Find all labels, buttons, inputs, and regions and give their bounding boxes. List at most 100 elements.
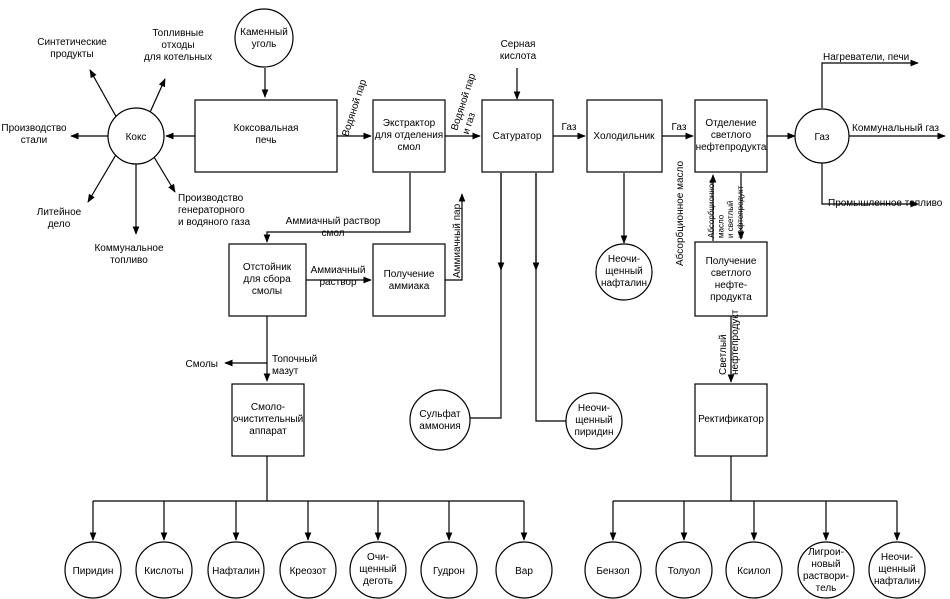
steam-label-line-1: Водяной пар — [340, 78, 369, 138]
gas-hub-circle: Газ — [794, 108, 850, 164]
var-circle: Вар — [495, 541, 553, 599]
refined-tar-label-line-3: деготь — [363, 576, 393, 587]
coke-label: Кокс — [126, 132, 147, 143]
furnace-oil-label-line-1: Топочный — [272, 354, 317, 365]
steam-label: Водяной пар — [340, 78, 369, 138]
synthetic-products-label-line-1: Синтетические — [37, 37, 107, 48]
xylene-label-line-1: Ксилол — [737, 566, 771, 577]
steel-production-label-line-1: Производство — [1, 123, 67, 134]
ligroin-label-line-4: тель — [816, 583, 837, 594]
furnace-oil-label-line-2: мазут — [272, 366, 299, 377]
crude-naphthalene-2-label-line-1: Неочи- — [881, 552, 913, 563]
creosote-label-line-1: Креозот — [290, 566, 327, 577]
gas-label-2: Газ — [672, 122, 687, 133]
municipal-fuel-label-line-2: топливо — [110, 255, 148, 266]
absorption-oil-light-label-line-3: и светлый — [726, 201, 735, 238]
crude-pyridine-label-line-3: пиридин — [574, 427, 613, 438]
var-label-line-1: Вар — [515, 566, 533, 577]
acids-circle: Кислоты — [135, 541, 193, 599]
coke-label-line-1: Кокс — [126, 132, 147, 143]
refined-tar-label-line-2: щенный — [359, 564, 397, 575]
generator-gas-label-line-3: и водяного газа — [178, 217, 250, 228]
toluene-circle: Толуол — [655, 541, 713, 599]
saturator-label: Сатуратор — [493, 131, 542, 142]
crude-naphthalene-label-line-3: нафталин — [601, 277, 647, 289]
synthetic-products-label-line-2: продукты — [50, 49, 93, 60]
sulfuric-acid-label-line-1: Серная — [501, 39, 536, 50]
naphthalene-label-line-1: Нафталин — [212, 565, 260, 577]
absorption-oil-label-line-1: Абсорбционное масло — [674, 161, 686, 266]
crude-naphthalene-2-label-line-3: нафталин — [874, 575, 920, 587]
toluene-label: Толуол — [668, 566, 701, 577]
light-oil-recovery-label-line-1: Получение — [706, 256, 757, 267]
benzene-circle: Бензол — [584, 541, 642, 599]
pyridine-label: Пиридин — [73, 566, 114, 577]
acids-label: Кислоты — [144, 566, 183, 577]
sulfuric-acid-label-line-2: кислота — [500, 51, 537, 62]
coke-circle: Кокс — [107, 107, 165, 165]
rectifier-box: Ректификатор — [694, 383, 768, 457]
edge-ammonia-saturator — [445, 193, 466, 281]
tar-extractor-label-line-1: Экстрактор — [383, 118, 436, 129]
edge-extractor-settler — [263, 173, 411, 243]
naphthalene-circle: Нафталин — [207, 541, 265, 599]
absorption-oil-light-label-line-1: Абсорбционное — [707, 179, 716, 238]
pyridine-label-line-1: Пиридин — [73, 566, 114, 577]
ammonia-recovery-label-line-1: Получение — [384, 269, 435, 280]
pitch-label: Гудрон — [433, 566, 465, 577]
naphthalene-label: Нафталин — [212, 565, 260, 577]
pitch-circle: Гудрон — [420, 541, 478, 599]
light-oil-separation-label-line-2: светлого — [711, 130, 752, 141]
foundry-label-line-1: Литейное — [37, 207, 82, 218]
ammonium-sulfate-label-line-1: Сульфат — [419, 408, 461, 420]
saturator-box: Сатуратор — [481, 99, 554, 173]
cooler-label: Холодильник — [593, 131, 655, 142]
ammonia-solution-label-line-2: раствор — [319, 277, 356, 288]
cooler-label-line-1: Холодильник — [593, 131, 655, 142]
ammonia-solution-tar-label-line-2: смол — [321, 228, 344, 239]
tar-refiner-label-line-1: Смоло- — [251, 402, 285, 413]
acids-label-line-1: Кислоты — [144, 566, 183, 577]
saturator-label-line-1: Сатуратор — [493, 131, 542, 142]
boiler-fuel-waste-label-line-3: для котельных — [144, 52, 212, 63]
tar-settler-label-line-3: смолы — [252, 286, 282, 297]
edge-coke-generatorgas — [150, 151, 176, 193]
crude-pyridine-label-line-2: щенный — [575, 415, 613, 426]
creosote-label: Креозот — [290, 566, 327, 577]
ligroin-label-line-2: новый — [811, 559, 840, 570]
gas-hub-label-line-1: Газ — [815, 132, 830, 143]
light-oil-label-line-1: Светлый — [718, 334, 729, 375]
ammonium-sulfate-label-line-2: аммония — [419, 421, 460, 432]
ammonia-steam-label-line-1: Аммиачный пар — [452, 203, 463, 278]
refined-tar-label-line-1: Очи- — [367, 552, 389, 563]
cooler-box: Холодильник — [586, 99, 663, 173]
industrial-fuel-label-line-1: Промышленное топливо — [828, 198, 943, 209]
ammonia-recovery-label-line-2: аммиака — [389, 281, 430, 292]
xylene-circle: Ксилол — [725, 541, 783, 599]
xylene-label: Ксилол — [737, 566, 771, 577]
coal-label-line-1: Каменный — [240, 27, 288, 38]
light-oil-recovery-label-line-2: светлого — [711, 268, 752, 279]
light-oil-recovery-label-line-4: продукта — [710, 292, 752, 303]
benzene-label-line-1: Бензол — [596, 566, 629, 577]
heaters-label-line-1: Нагреватели, печи — [823, 52, 909, 63]
